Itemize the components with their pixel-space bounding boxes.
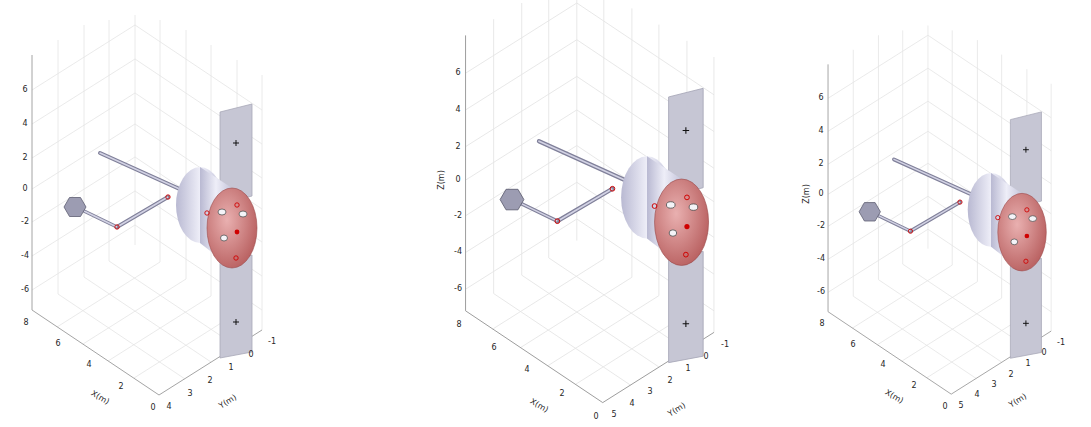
- tick-label: -4: [817, 255, 825, 263]
- tick-label: 3: [647, 388, 652, 396]
- tick-label: -1: [1057, 339, 1065, 347]
- tick-label: 2: [1008, 371, 1013, 379]
- tick-label: -2: [817, 222, 825, 230]
- tick-label: 0: [150, 404, 155, 412]
- axis-label: X(m): [884, 389, 905, 406]
- tick-label: 2: [118, 383, 123, 391]
- tick-label: 0: [818, 190, 823, 198]
- tick-label: 8: [23, 319, 28, 327]
- tick-label: 1: [1025, 360, 1030, 368]
- axis-label: X(m): [529, 398, 550, 415]
- tick-label: 2: [22, 154, 27, 162]
- tick-label: 6: [818, 94, 823, 102]
- tick-label: 6: [491, 344, 496, 352]
- tick-label: 4: [22, 120, 27, 128]
- tick-label: 4: [524, 366, 529, 374]
- tick-label: 6: [22, 86, 27, 94]
- axis-label: Z(m): [438, 170, 446, 190]
- tick-label: 8: [456, 321, 461, 329]
- tick-label: 6: [455, 69, 460, 77]
- tick-label: 0: [455, 176, 460, 184]
- tick-label: 4: [629, 400, 634, 408]
- tick-label: -4: [454, 248, 462, 256]
- tick-label: -6: [454, 285, 462, 293]
- tick-label: 4: [166, 403, 171, 411]
- axis-label: Y(m): [218, 394, 238, 411]
- tick-label: 4: [455, 106, 460, 114]
- tick-label: 0: [942, 403, 947, 411]
- tick-label: 8: [819, 320, 824, 328]
- tick-label: -2: [21, 218, 29, 226]
- tick-label: 0: [22, 185, 27, 193]
- tick-label: 3: [991, 381, 996, 389]
- tick-label: -1: [721, 341, 729, 349]
- axis-label: X(m): [90, 390, 111, 407]
- axis-label: Y(m): [667, 402, 687, 419]
- tick-label: 4: [86, 361, 91, 369]
- tick-label: 5: [611, 411, 616, 419]
- tick-label: 2: [667, 377, 672, 385]
- tick-label: 0: [248, 351, 253, 359]
- axis-label: Y(m): [1008, 393, 1028, 410]
- tick-label: 2: [455, 143, 460, 151]
- tick-label: -2: [454, 212, 462, 220]
- tick-label: 6: [850, 341, 855, 349]
- tick-label: 0: [593, 413, 598, 421]
- tick-label: 2: [818, 160, 823, 168]
- tick-label: 0: [1041, 349, 1046, 357]
- tick-label: 1: [228, 364, 233, 372]
- tick-label: 4: [818, 127, 823, 135]
- tick-label: 1: [685, 365, 690, 373]
- tick-label: 2: [559, 390, 564, 398]
- tick-label: 5: [958, 402, 963, 410]
- tick-label: -1: [268, 338, 276, 346]
- tick-label: -6: [21, 286, 29, 294]
- tick-label: 4: [880, 361, 885, 369]
- tick-label: 6: [55, 340, 60, 348]
- tick-label: 0: [703, 353, 708, 361]
- tick-label: -6: [817, 288, 825, 296]
- axis-label: Z(m): [803, 184, 811, 204]
- tick-label: -4: [21, 252, 29, 260]
- tick-label: 3: [187, 390, 192, 398]
- tick-label: 4: [974, 391, 979, 399]
- tick-label: 2: [207, 377, 212, 385]
- tick-label: 2: [911, 382, 916, 390]
